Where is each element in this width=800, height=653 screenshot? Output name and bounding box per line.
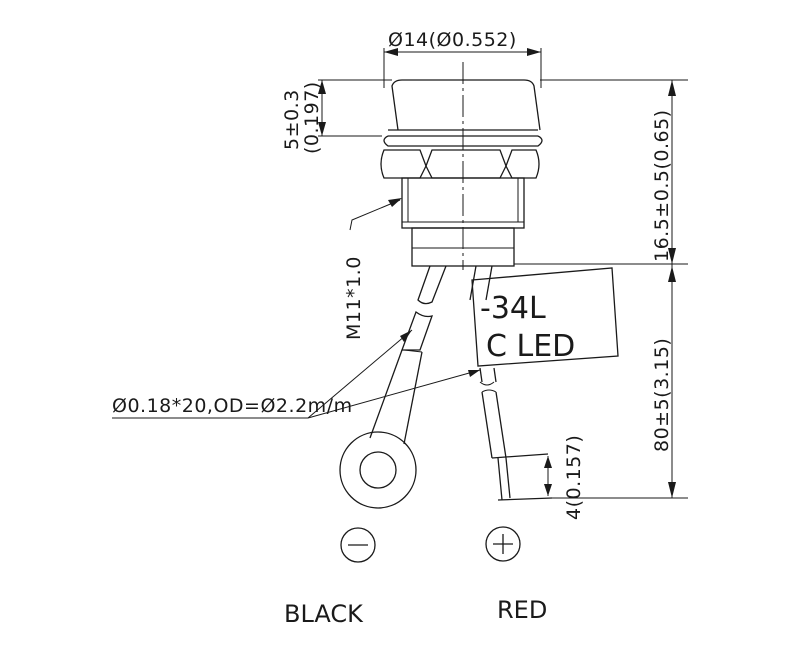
cap-height-inch: (0.197): [301, 81, 323, 154]
cap-height-value: 5±0.3: [281, 89, 303, 150]
red-lead: [469, 265, 553, 501]
tag-line-1: -34L: [480, 291, 546, 326]
negative-symbol: [340, 527, 376, 563]
lead-length-label: 80±5(3.15): [651, 338, 673, 452]
body-height-dimension: 16.5±0.5(0.65): [514, 79, 688, 265]
red-lead-label: RED: [497, 596, 547, 624]
wire-spec-label: Ø0.18*20,OD=Ø2.2m/m: [112, 395, 353, 417]
cap-height-dimension: 5±0.3 (0.197): [281, 79, 392, 154]
black-lead: [339, 265, 447, 509]
top-diameter-dimension: Ø14(Ø0.552): [383, 29, 542, 88]
threaded-body: [401, 177, 525, 267]
top-diameter-label: Ø14(Ø0.552): [388, 29, 517, 51]
thread-label: M11*1.0: [343, 256, 365, 340]
strip-length-dimension: 4(0.157): [544, 435, 585, 520]
thread-callout: M11*1.0: [343, 198, 402, 340]
tag-line-2: C LED: [486, 329, 575, 364]
led-cap: [383, 79, 543, 147]
lead-length-dimension: 80±5(3.15): [548, 264, 688, 499]
hex-nut: [380, 149, 540, 179]
black-lead-label: BLACK: [284, 600, 364, 628]
body-height-label: 16.5±0.5(0.65): [651, 109, 673, 262]
positive-symbol: [485, 526, 521, 562]
wire-spec-callout: Ø0.18*20,OD=Ø2.2m/m: [112, 329, 481, 419]
strip-length-label: 4(0.157): [563, 435, 585, 520]
tag-label: -34L C LED: [471, 267, 619, 367]
